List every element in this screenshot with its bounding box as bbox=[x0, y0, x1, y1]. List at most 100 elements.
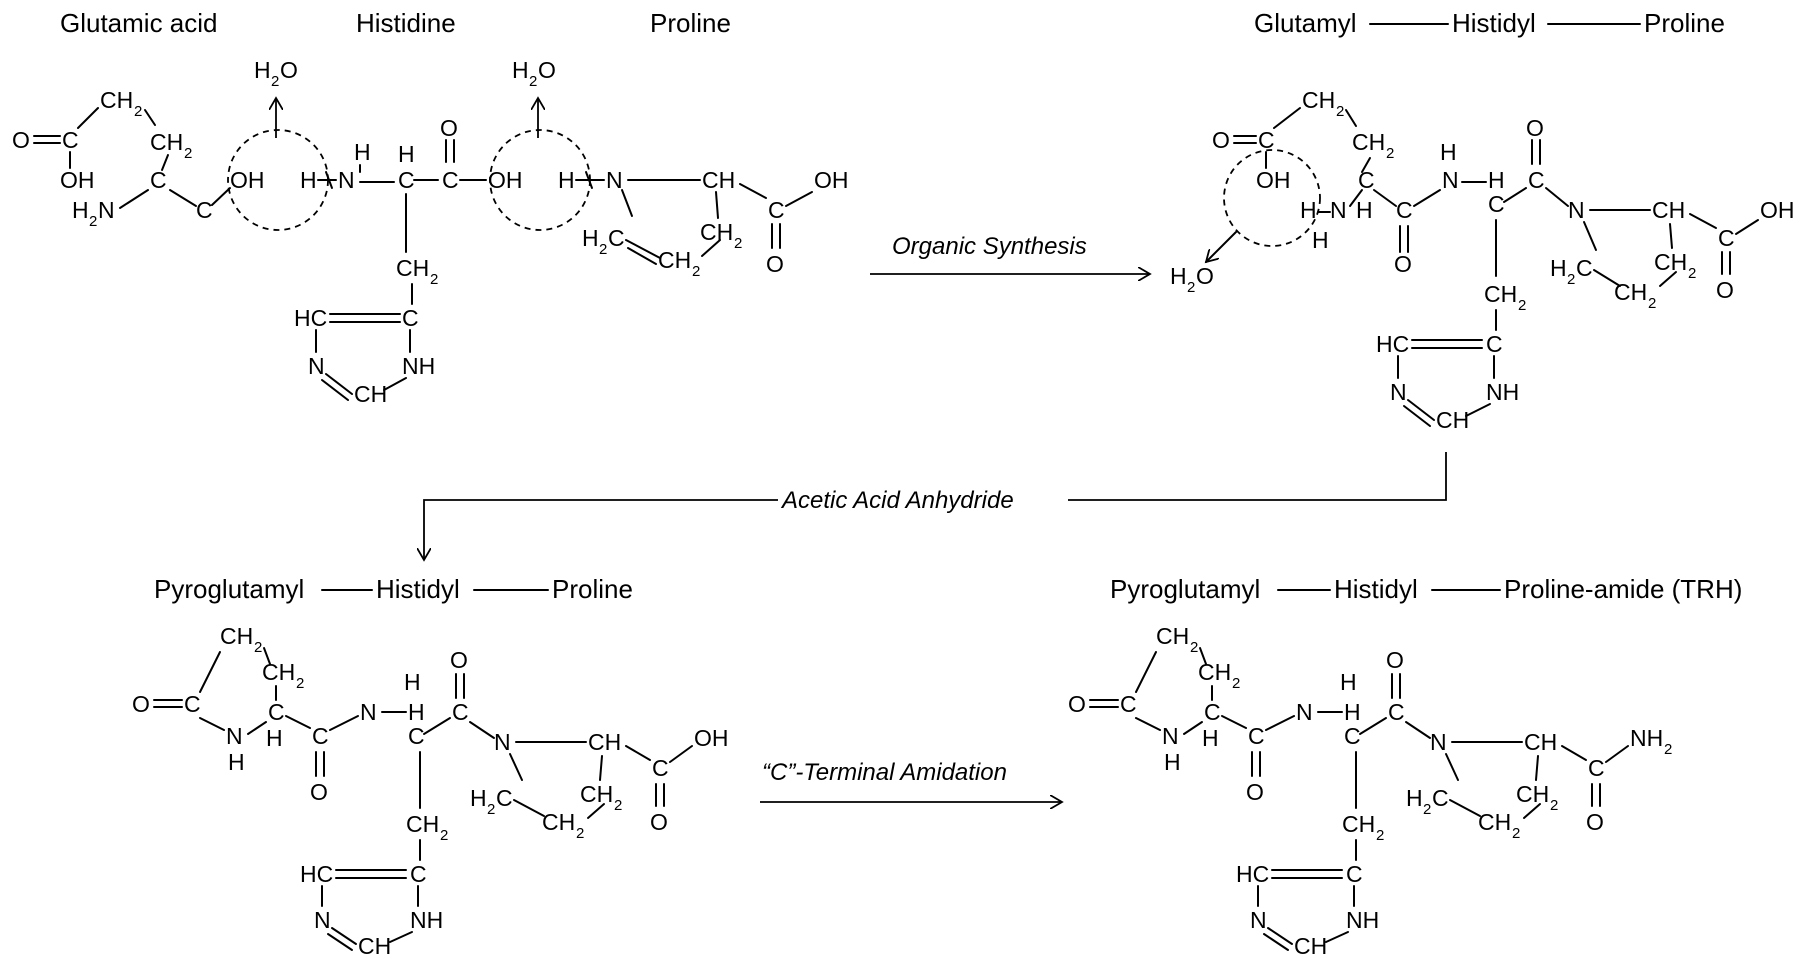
svg-text:H: H bbox=[266, 725, 283, 751]
svg-text:CH: CH bbox=[1352, 129, 1385, 155]
arrow-acetic-anhydride-right bbox=[1068, 452, 1447, 501]
svg-text:OH: OH bbox=[694, 725, 729, 751]
svg-text:C: C bbox=[608, 225, 625, 251]
svg-text:2: 2 bbox=[184, 145, 192, 162]
svg-text:CH: CH bbox=[396, 255, 429, 281]
svg-text:O: O bbox=[650, 809, 668, 835]
svg-text:C: C bbox=[452, 699, 469, 725]
svg-text:2: 2 bbox=[296, 675, 304, 692]
svg-text:2: 2 bbox=[1664, 741, 1672, 758]
svg-text:C: C bbox=[1204, 699, 1221, 725]
svg-text:2: 2 bbox=[1187, 279, 1195, 296]
svg-text:N: N bbox=[494, 729, 511, 755]
svg-text:C: C bbox=[1120, 691, 1137, 717]
svg-text:N: N bbox=[1330, 197, 1347, 223]
svg-text:H: H bbox=[398, 141, 415, 167]
p2-residue-2: Histidyl bbox=[376, 574, 460, 604]
svg-text:N: N bbox=[338, 167, 355, 193]
svg-text:CH: CH bbox=[358, 933, 391, 959]
svg-text:H: H bbox=[228, 749, 245, 775]
svg-text:CH: CH bbox=[700, 219, 733, 245]
p1-residue-1: Glutamyl bbox=[1254, 8, 1357, 38]
svg-text:2: 2 bbox=[1518, 297, 1526, 314]
svg-text:C: C bbox=[496, 785, 513, 811]
svg-text:C: C bbox=[184, 691, 201, 717]
label-proline: Proline bbox=[650, 8, 731, 38]
svg-text:H: H bbox=[1344, 699, 1361, 725]
p3-residue-2: Histidyl bbox=[1334, 574, 1418, 604]
svg-text:O: O bbox=[1246, 779, 1264, 805]
p1-residue-2: Histidyl bbox=[1452, 8, 1536, 38]
svg-text:CH: CH bbox=[702, 167, 735, 193]
svg-text:CH: CH bbox=[100, 87, 133, 113]
svg-text:2: 2 bbox=[89, 213, 97, 230]
svg-text:H: H bbox=[512, 57, 529, 83]
svg-text:HC: HC bbox=[300, 861, 333, 887]
svg-text:2: 2 bbox=[1190, 639, 1198, 656]
svg-text:HC: HC bbox=[294, 305, 327, 331]
svg-text:O: O bbox=[1212, 127, 1230, 153]
svg-text:O: O bbox=[310, 779, 328, 805]
svg-text:2: 2 bbox=[134, 103, 142, 120]
svg-text:O: O bbox=[1716, 277, 1734, 303]
svg-text:N: N bbox=[98, 197, 115, 223]
svg-text:C: C bbox=[1344, 723, 1361, 749]
svg-text:OH: OH bbox=[488, 167, 523, 193]
svg-text:C: C bbox=[1258, 127, 1275, 153]
svg-text:C: C bbox=[1346, 861, 1363, 887]
svg-text:H: H bbox=[1170, 263, 1187, 289]
svg-text:C: C bbox=[768, 197, 785, 223]
water-3: O bbox=[1196, 263, 1214, 289]
svg-text:CH: CH bbox=[1516, 781, 1549, 807]
svg-text:C: C bbox=[1588, 755, 1605, 781]
svg-text:C: C bbox=[402, 305, 419, 331]
svg-text:HC: HC bbox=[1236, 861, 1269, 887]
svg-text:OH: OH bbox=[60, 167, 95, 193]
svg-text:CH: CH bbox=[1198, 659, 1231, 685]
svg-text:2: 2 bbox=[1512, 825, 1520, 842]
svg-text:O: O bbox=[132, 691, 150, 717]
svg-text:CH: CH bbox=[1302, 87, 1335, 113]
label-acetic-acid-anhydride: Acetic Acid Anhydride bbox=[780, 487, 1014, 514]
svg-text:H: H bbox=[404, 669, 421, 695]
svg-text:OH: OH bbox=[1760, 197, 1795, 223]
svg-text:N: N bbox=[1296, 699, 1313, 725]
svg-text:H: H bbox=[582, 225, 599, 251]
svg-text:C: C bbox=[1248, 723, 1265, 749]
svg-text:H: H bbox=[1164, 749, 1181, 775]
svg-text:H: H bbox=[1300, 197, 1317, 223]
svg-text:C: C bbox=[1488, 191, 1505, 217]
svg-text:H: H bbox=[1312, 227, 1329, 253]
svg-text:2: 2 bbox=[1688, 265, 1696, 282]
water-1: O bbox=[280, 57, 298, 83]
svg-text:H: H bbox=[1202, 725, 1219, 751]
svg-text:C: C bbox=[150, 167, 167, 193]
svg-text:OH: OH bbox=[814, 167, 849, 193]
svg-text:C: C bbox=[62, 127, 79, 153]
svg-text:O: O bbox=[1586, 809, 1604, 835]
svg-text:H: H bbox=[354, 139, 371, 165]
svg-text:CH: CH bbox=[1614, 279, 1647, 305]
svg-text:O: O bbox=[1068, 691, 1086, 717]
svg-text:2: 2 bbox=[1336, 103, 1344, 120]
svg-text:C: C bbox=[312, 723, 329, 749]
svg-text:C: C bbox=[398, 167, 415, 193]
svg-text:CH: CH bbox=[1156, 623, 1189, 649]
svg-text:2: 2 bbox=[599, 241, 607, 258]
svg-text:CH: CH bbox=[1294, 933, 1327, 959]
svg-text:2: 2 bbox=[1648, 295, 1656, 312]
svg-text:H: H bbox=[1340, 669, 1357, 695]
svg-text:2: 2 bbox=[440, 827, 448, 844]
svg-text:OH: OH bbox=[1256, 167, 1291, 193]
p3-residue-1: Pyroglutamyl bbox=[1110, 574, 1260, 604]
label-organic-synthesis: Organic Synthesis bbox=[892, 233, 1087, 260]
svg-text:NH: NH bbox=[1486, 379, 1519, 405]
svg-text:C: C bbox=[1432, 785, 1449, 811]
svg-text:CH: CH bbox=[354, 381, 387, 407]
svg-text:OH: OH bbox=[230, 167, 265, 193]
svg-text:C: C bbox=[1576, 255, 1593, 281]
svg-text:H: H bbox=[300, 167, 317, 193]
